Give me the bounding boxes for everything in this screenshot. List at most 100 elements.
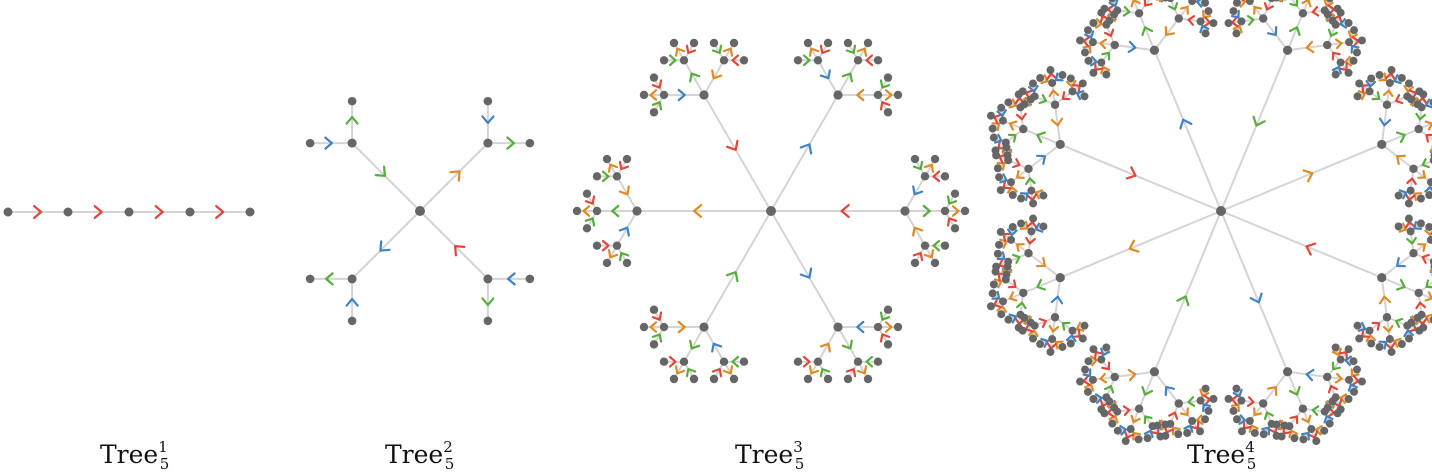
- tree-node: [1357, 36, 1366, 45]
- edge-arrow: [215, 205, 225, 219]
- tree-node: [1004, 98, 1013, 107]
- tree-node: [991, 146, 1000, 155]
- tree-node: [1350, 26, 1359, 35]
- edge-arrow: [1141, 386, 1154, 396]
- tree-node: [1229, 406, 1238, 415]
- edge-arrow: [584, 217, 596, 227]
- tree-node: [1367, 74, 1376, 83]
- edge-arrow: [1025, 177, 1036, 186]
- edge-arrow: [865, 355, 874, 368]
- tree-node: [1083, 26, 1092, 35]
- tree-node: [1417, 103, 1426, 112]
- tree-node: [1066, 74, 1075, 83]
- tree-node: [1083, 387, 1092, 396]
- tree-node: [1414, 288, 1423, 298]
- tree-node: [1036, 73, 1045, 82]
- tree-node: [1312, 437, 1321, 446]
- tree-node: [1237, 427, 1246, 436]
- tree-node: [1403, 321, 1412, 330]
- edge-arrow: [1396, 131, 1406, 144]
- edge-arrow: [1034, 222, 1044, 233]
- edge-arrow: [1301, 0, 1312, 8]
- tree-node: [1050, 313, 1060, 322]
- tree-node: [1259, 399, 1268, 408]
- tree-node: [1344, 345, 1353, 354]
- tree-node: [719, 357, 729, 366]
- edge-arrow: [841, 339, 853, 350]
- tree-node: [1016, 310, 1025, 319]
- edge-arrow: [1054, 72, 1064, 82]
- tree-node: [1245, 0, 1254, 6]
- edge-arrow: [1128, 239, 1140, 253]
- edge-arrow: [1099, 38, 1108, 50]
- edge-arrow: [1406, 177, 1417, 186]
- tree-node: [1081, 365, 1090, 374]
- tree-node: [1029, 199, 1038, 208]
- tree-edge: [1220, 210, 1289, 373]
- arrow-layer: [582, 44, 960, 378]
- edge-arrow: [618, 226, 630, 237]
- tree-node: [347, 274, 357, 284]
- tree-node: [659, 90, 669, 100]
- tree-node: [1196, 396, 1205, 405]
- tree-node: [920, 172, 930, 181]
- tree-node: [649, 340, 659, 349]
- tree-node: [1156, 432, 1165, 441]
- node-layer: [3, 207, 255, 217]
- edge-arrow: [1253, 6, 1262, 15]
- tree-node: [1089, 394, 1098, 403]
- tree-node: [1058, 342, 1067, 351]
- tree-node: [1394, 191, 1403, 200]
- edge-arrow: [1382, 324, 1394, 333]
- edge-arrow: [1007, 228, 1018, 237]
- tree-node: [305, 138, 315, 148]
- edge-arrow: [1413, 192, 1423, 202]
- edge-arrow: [1164, 26, 1175, 36]
- edge-arrow: [808, 365, 820, 375]
- tree-node: [1237, 396, 1246, 405]
- tree-edge: [683, 59, 705, 96]
- edge-arrow: [611, 204, 620, 218]
- edge-arrow: [1127, 40, 1137, 54]
- edge-arrow: [689, 72, 701, 83]
- tree-node: [659, 357, 669, 366]
- edge-arrow: [1028, 84, 1039, 93]
- tree-node: [993, 249, 1002, 258]
- edge-arrow: [1028, 329, 1039, 338]
- edge-arrow: [1065, 79, 1077, 88]
- tree-edge: [1286, 371, 1304, 410]
- tree-node: [1280, 421, 1289, 430]
- tree-node: [1245, 416, 1254, 425]
- tree-node: [1385, 78, 1394, 87]
- tree-node: [1325, 419, 1334, 428]
- tree-edge: [1220, 210, 1383, 279]
- tree-node: [1089, 68, 1098, 77]
- edge-arrow: [1331, 65, 1342, 75]
- tree-node: [1084, 357, 1093, 366]
- edge-arrow: [912, 185, 924, 196]
- edge-arrow: [856, 365, 868, 375]
- edge-arrow: [802, 54, 811, 67]
- edge-arrow: [693, 204, 703, 218]
- tree-node: [659, 56, 669, 65]
- edge-arrow: [1311, 6, 1320, 17]
- tree-node: [1126, 425, 1135, 434]
- tree-node: [988, 124, 997, 133]
- edge-arrow: [1180, 407, 1189, 416]
- tree-node: [483, 274, 493, 284]
- edge-arrow: [1040, 337, 1049, 348]
- tree-node: [1004, 315, 1013, 324]
- tree-node: [649, 73, 659, 82]
- tree-node: [729, 38, 739, 48]
- tree-node: [1404, 334, 1413, 343]
- tree-node: [995, 173, 1004, 182]
- tree-node: [1404, 214, 1413, 223]
- tree-node: [1024, 249, 1033, 258]
- tree-node: [1397, 73, 1406, 82]
- node-layer: [986, 0, 1432, 446]
- tree-node: [582, 189, 592, 198]
- edge-arrow: [1339, 393, 1348, 404]
- edge-arrow: [1019, 192, 1029, 202]
- tree-node: [679, 56, 689, 65]
